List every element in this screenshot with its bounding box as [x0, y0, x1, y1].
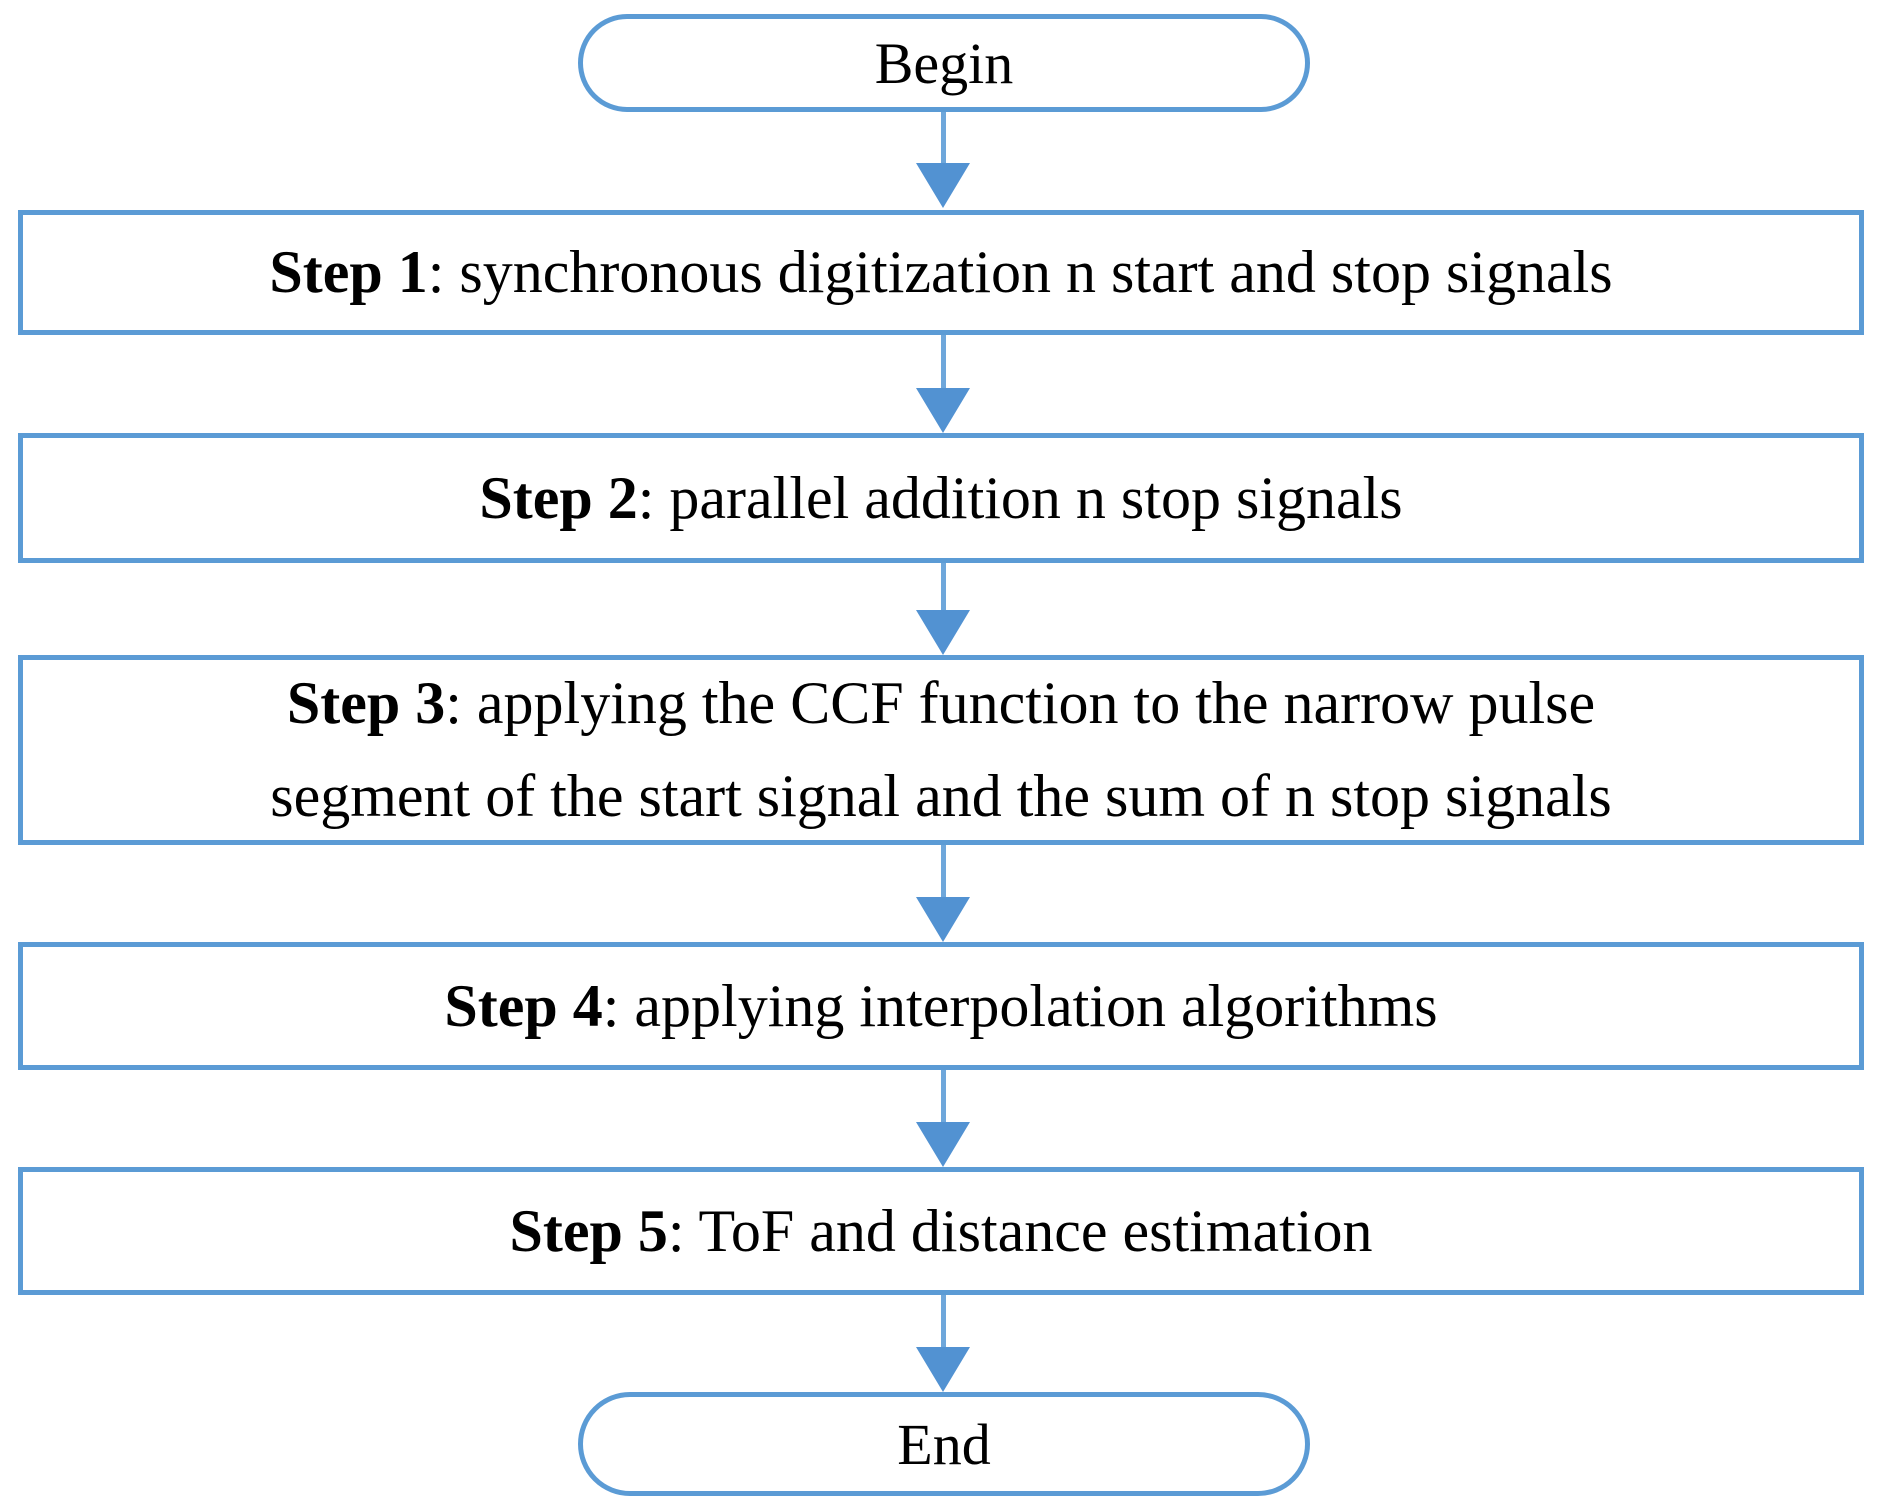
node-step2-label: Step 2: parallel addition n stop signals: [439, 452, 1442, 545]
arrow-head-icon: [916, 897, 970, 942]
arrow-stem: [940, 1070, 946, 1123]
arrow-head-icon: [916, 163, 970, 208]
arrow-step3-to-step4: [916, 845, 970, 942]
node-step3: Step 3: applying the CCF function to the…: [18, 655, 1864, 845]
step5-text: : ToF and distance estimation: [667, 1197, 1373, 1264]
step4-text: : applying interpolation algorithms: [602, 972, 1438, 1039]
node-step1-label: Step 1: synchronous digitization n start…: [229, 226, 1652, 319]
node-end-label: End: [897, 1411, 991, 1477]
arrow-head-icon: [916, 1122, 970, 1167]
node-end: End: [578, 1392, 1310, 1496]
step1-text: : synchronous digitization n start and s…: [427, 239, 1613, 305]
node-begin: Begin: [578, 14, 1310, 112]
step1-number: Step 1: [269, 239, 428, 305]
arrow-stem: [940, 845, 946, 898]
arrow-stem: [940, 112, 946, 164]
arrow-step2-to-step3: [916, 563, 970, 655]
arrow-head-icon: [916, 610, 970, 655]
arrow-step1-to-step2: [916, 335, 970, 433]
step5-number: Step 5: [509, 1197, 668, 1264]
arrow-step5-to-end: [916, 1295, 970, 1392]
step3-text: : applying the CCF function to the narro…: [270, 670, 1612, 829]
arrow-stem: [940, 563, 946, 611]
step3-number: Step 3: [286, 670, 446, 736]
step2-text: : parallel addition n stop signals: [637, 464, 1403, 531]
step2-number: Step 2: [479, 464, 638, 531]
arrow-begin-to-step1: [916, 112, 970, 208]
node-begin-label: Begin: [874, 30, 1014, 96]
arrow-stem: [940, 1295, 946, 1348]
node-step3-label: Step 3: applying the CCF function to the…: [230, 657, 1651, 843]
node-step1: Step 1: synchronous digitization n start…: [18, 210, 1864, 335]
node-step4-label: Step 4: applying interpolation algorithm…: [404, 960, 1477, 1053]
arrow-head-icon: [916, 1347, 970, 1392]
step4-number: Step 4: [444, 972, 603, 1039]
node-step4: Step 4: applying interpolation algorithm…: [18, 942, 1864, 1070]
arrow-step4-to-step5: [916, 1070, 970, 1167]
arrow-stem: [940, 335, 946, 389]
arrow-head-icon: [916, 388, 970, 433]
node-step2: Step 2: parallel addition n stop signals: [18, 433, 1864, 563]
node-step5: Step 5: ToF and distance estimation: [18, 1167, 1864, 1295]
node-step5-label: Step 5: ToF and distance estimation: [470, 1185, 1413, 1278]
